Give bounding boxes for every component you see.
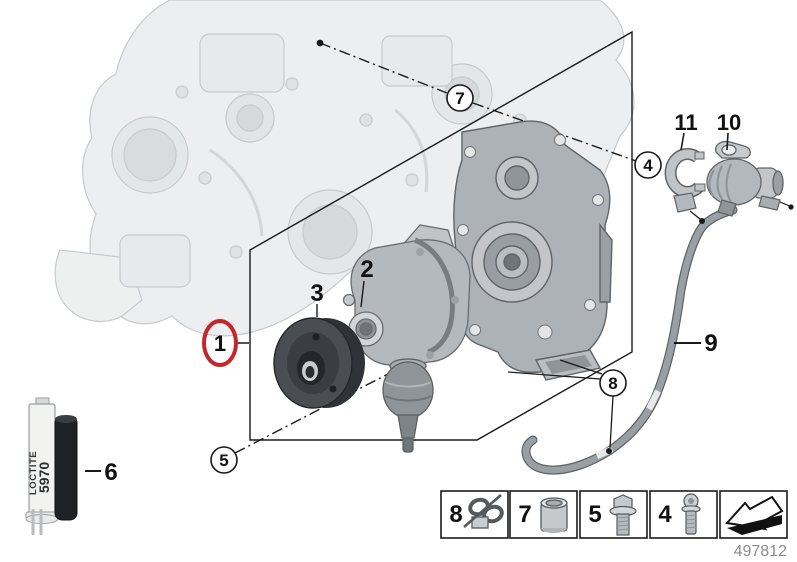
- callout-1-red-ellipse: [202, 319, 238, 367]
- legend-8-label: 8: [449, 501, 462, 528]
- torx-bolt-icon: [681, 493, 701, 535]
- legend-cell-7[interactable]: 7: [509, 490, 578, 539]
- callout-8-label: 8: [608, 374, 617, 393]
- pulley-illustration: [273, 317, 365, 409]
- loctite-code-text: 5970: [36, 462, 52, 493]
- legend-cell-4[interactable]: 4: [649, 490, 718, 539]
- callout-8[interactable]: 8: [507, 359, 627, 454]
- hose-clamp-icon: [463, 494, 504, 529]
- callout-5[interactable]: 5: [210, 446, 238, 474]
- legend-arrow-cell[interactable]: [719, 490, 788, 539]
- assembly-boundary-box: [249, 30, 633, 441]
- hose-clamp-illustration: [664, 148, 706, 224]
- callout-2[interactable]: 2: [360, 256, 374, 308]
- callout-7-label: 7: [455, 89, 464, 108]
- callout-6-label: 6: [104, 459, 117, 486]
- sleeve-bushing-icon: [540, 497, 568, 533]
- coolant-pump-bracket-illustration: [453, 120, 613, 381]
- legend-strip: 8 7 5: [440, 490, 788, 539]
- callout-1-label: 1: [214, 331, 226, 356]
- legend-cell-5[interactable]: 5: [579, 490, 648, 539]
- legend-5-label: 5: [588, 501, 601, 528]
- loctite-tube-illustration: LOCTITE 5970: [25, 397, 78, 535]
- callout-7[interactable]: 7: [446, 84, 474, 112]
- diagram-number: 497812: [734, 543, 787, 560]
- callout-2-label: 2: [360, 256, 373, 283]
- legend-7-label: 7: [518, 501, 531, 528]
- loctite-brand-text: LOCTITE: [28, 451, 39, 495]
- callout-3-label: 3: [310, 280, 323, 307]
- callout-1[interactable]: 1: [202, 319, 249, 367]
- flange-bolt-icon: [609, 494, 637, 536]
- callout-4-label: 4: [643, 156, 653, 175]
- back-arrow-icon: [725, 495, 784, 535]
- callout-6[interactable]: 6: [85, 459, 118, 486]
- callout-10[interactable]: 10: [717, 110, 741, 151]
- callout-11[interactable]: 11: [674, 110, 698, 151]
- callout-10-label: 10: [717, 110, 741, 135]
- legend-cell-8[interactable]: 8: [440, 490, 509, 539]
- thermostat-illustration: [382, 358, 434, 453]
- legend-4-label: 4: [658, 501, 672, 528]
- callout-4[interactable]: 4: [634, 151, 662, 179]
- callout-9[interactable]: 9: [674, 330, 718, 357]
- callout-9-label: 9: [704, 330, 717, 357]
- callout-3[interactable]: 3: [310, 280, 324, 317]
- callout-5-label: 5: [219, 451, 228, 470]
- electric-coolant-pump-illustration: [706, 140, 794, 217]
- callout-11-label: 11: [674, 110, 697, 135]
